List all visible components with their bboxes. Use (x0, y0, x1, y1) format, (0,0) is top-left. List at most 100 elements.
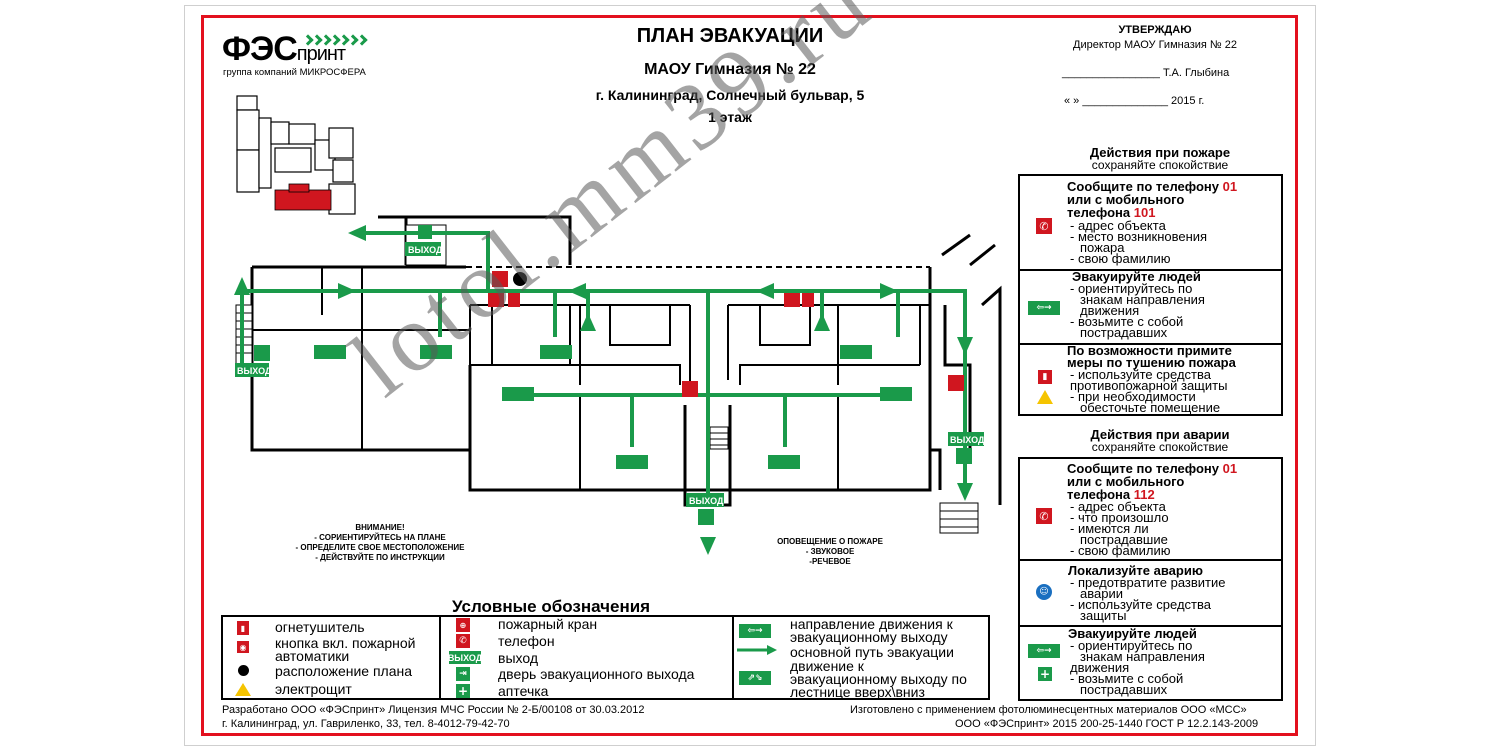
fire-actions-subheading: сохраняйте спокойствие (1091, 158, 1229, 172)
legend-extinguisher: огнетушитель (275, 619, 365, 635)
logo-chevrons-icon (302, 34, 368, 46)
extinguisher-icon: ▮ (1038, 370, 1052, 384)
first-aid-icon: + (456, 684, 470, 698)
notification-line-2: - ЗВУКОВОЕ (805, 547, 855, 556)
approval-signature: ________________ Т.А. Глыбина (1062, 67, 1230, 79)
fire-call-title-3: телефона 101 (1067, 205, 1156, 220)
page-title: ПЛАН ЭВАКУАЦИИ (636, 25, 824, 47)
footer-developer: Разработано ООО «ФЭСпринт» Лицензия МЧС … (222, 704, 645, 716)
accident-call-item-1: - адрес объекта (1070, 499, 1166, 514)
legend-stairs-route-3: лестнице вверх\вниз (790, 684, 925, 700)
fire-extinguish-item-4: обесточьте помещение (1080, 400, 1221, 415)
red-frame (201, 15, 1298, 736)
approval-position: Директор МАОУ Гимназия № 22 (1073, 39, 1237, 51)
fire-extinguish-title-2: меры по тушению пожара (1067, 355, 1236, 370)
exit-sign-icon: ВЫХОД (447, 651, 483, 664)
accident-call-title: Сообщите по телефону 01 (1067, 461, 1238, 476)
attention-line-4: - ДЕЙСТВУЙТЕ ПО ИНСТРУКЦИИ (315, 553, 445, 562)
accident-call-item-2: - что произошло (1070, 510, 1169, 525)
footer-materials: Изготовлено с применением фотолюминесцен… (850, 704, 1247, 716)
floor-label: 1 этаж (708, 109, 752, 125)
legend-phone: телефон (498, 633, 555, 649)
legend-evac-direction-2: эвакуационному выходу (790, 629, 948, 645)
attention-line-1: ВНИМАНИЕ! (355, 523, 405, 532)
fire-evacuate-item-5: пострадавших (1080, 325, 1168, 340)
footer-standard: ООО «ФЭСпринт» 2015 200-25-1440 ГОСТ Р 1… (955, 718, 1259, 730)
plan-exit-label-4: ВЫХОД (689, 496, 724, 506)
alarm-button-icon: ◉ (237, 641, 249, 653)
phone-icon: ✆ (1036, 218, 1052, 234)
fire-call-item-2: - место возникновения (1070, 229, 1208, 244)
accident-localize-item-2: аварии (1080, 586, 1123, 601)
logo: ФЭСпринт (222, 30, 346, 69)
extinguisher-icon: ▮ (237, 621, 249, 635)
notification-line-1: ОПОВЕЩЕНИЕ О ПОЖАРЕ (777, 537, 883, 546)
plan-exit-label-3: ВЫХОД (950, 435, 985, 445)
org-name: МАОУ Гимназия № 22 (644, 61, 816, 78)
notification-line-3: -РЕЧЕВОЕ (809, 557, 851, 566)
legend-main-route: основной путь эвакуации (790, 644, 954, 660)
legend-title: Условные обозначения (452, 597, 651, 616)
main-evacuation-route-icon (737, 645, 777, 655)
legend-stairs-route-2: эвакуационному выходу по (790, 671, 967, 687)
attention-line-3: - ОПРЕДЕЛИТЕ СВОЕ МЕСТОПОЛОЖЕНИЕ (295, 543, 465, 552)
accident-localize-item-1: - предотвратите развитие (1070, 575, 1226, 590)
you-are-here-dot (513, 272, 527, 286)
phone-icon: ✆ (456, 634, 470, 648)
accident-call-item-3: - имеются ли (1070, 521, 1149, 536)
page-border (184, 5, 1316, 746)
electrical-panel-icon (235, 683, 251, 696)
accident-evacuate-item-1: - ориентируйтесь по (1070, 638, 1193, 653)
approval-date: « » ______________ 2015 г. (1064, 95, 1205, 107)
plan-exit-label-2: ВЫХОД (237, 366, 272, 376)
protective-gear-icon: ☺ (1036, 584, 1052, 600)
fire-evacuate-item-1: - ориентируйтесь по (1070, 281, 1193, 296)
fire-extinguish-item-2: противопожарной защиты (1070, 378, 1228, 393)
accident-call-item-4: пострадавшие (1080, 532, 1168, 547)
footer-address: г. Калининград, ул. Гавриленко, 33, тел.… (222, 718, 510, 730)
fire-call-title: Сообщите по телефону 01 (1067, 179, 1238, 194)
accident-actions-panel (1018, 457, 1283, 701)
legend-evac-direction: направление движения к (790, 616, 953, 632)
evacuation-door-icon: ⇥ (456, 667, 470, 681)
accident-localize-item-4: защиты (1080, 608, 1127, 623)
accident-call-title-2: или с мобильного (1067, 474, 1185, 489)
fire-extinguish-item-1: - используйте средства (1070, 367, 1211, 382)
stairs-direction-icon: ⇗⇘ (739, 671, 771, 685)
fire-actions-heading: Действия при пожаре (1089, 145, 1231, 160)
fire-call-title-2: или с мобильного (1067, 192, 1185, 207)
legend-fire-hydrant: пожарный кран (498, 616, 598, 632)
phone-icon: ✆ (1036, 508, 1052, 524)
accident-evacuate-item-5: пострадавших (1080, 682, 1168, 697)
fire-hydrant-icon: ⊕ (456, 618, 470, 632)
fire-evacuate-item-3: движения (1080, 303, 1140, 318)
legend-alarm-button-2: автоматики (275, 648, 350, 664)
legend-evacuation-door: дверь эвакуационного выхода (498, 666, 695, 682)
fire-call-item-1: - адрес объекта (1070, 218, 1166, 233)
legend-alarm-button: кнопка вкл. пожарной (275, 635, 416, 651)
accident-actions-heading: Действия при аварии (1090, 427, 1230, 442)
logo-main-text: ФЭС (222, 30, 298, 68)
accident-call-title-3: телефона 112 (1067, 487, 1155, 502)
fire-extinguish-item-3: - при необходимости (1070, 389, 1196, 404)
address: г. Калининград, Солнечный бульвар, 5 (595, 87, 865, 103)
logo-tagline: группа компаний МИКРОСФЕРА (223, 67, 366, 78)
logo-small-text: принт (296, 43, 346, 65)
accident-localize-title: Локализуйте аварию (1068, 563, 1203, 578)
legend-exit: выход (498, 650, 538, 666)
legend-box (221, 615, 990, 700)
fire-evacuate-item-2: знакам направления (1080, 292, 1205, 307)
legend-plan-location: расположение плана (275, 663, 413, 679)
fire-call-item-4: - свою фамилию (1070, 251, 1171, 266)
legend-stairs-route: движение к (790, 658, 864, 674)
fire-extinguish-title: По возможности примите (1067, 343, 1232, 358)
accident-actions-subheading: сохраняйте спокойствие (1091, 440, 1229, 454)
accident-localize-item-3: - используйте средства (1070, 597, 1211, 612)
electrical-hazard-icon (1037, 390, 1053, 404)
fire-evacuate-title: Эвакуируйте людей (1072, 269, 1201, 284)
first-aid-icon: + (1038, 667, 1052, 681)
evacuation-direction-icon: ⇦→ (739, 624, 771, 638)
exit-direction-icon: ⇦→ (1028, 644, 1060, 658)
plan-location-dot-icon (238, 665, 249, 676)
